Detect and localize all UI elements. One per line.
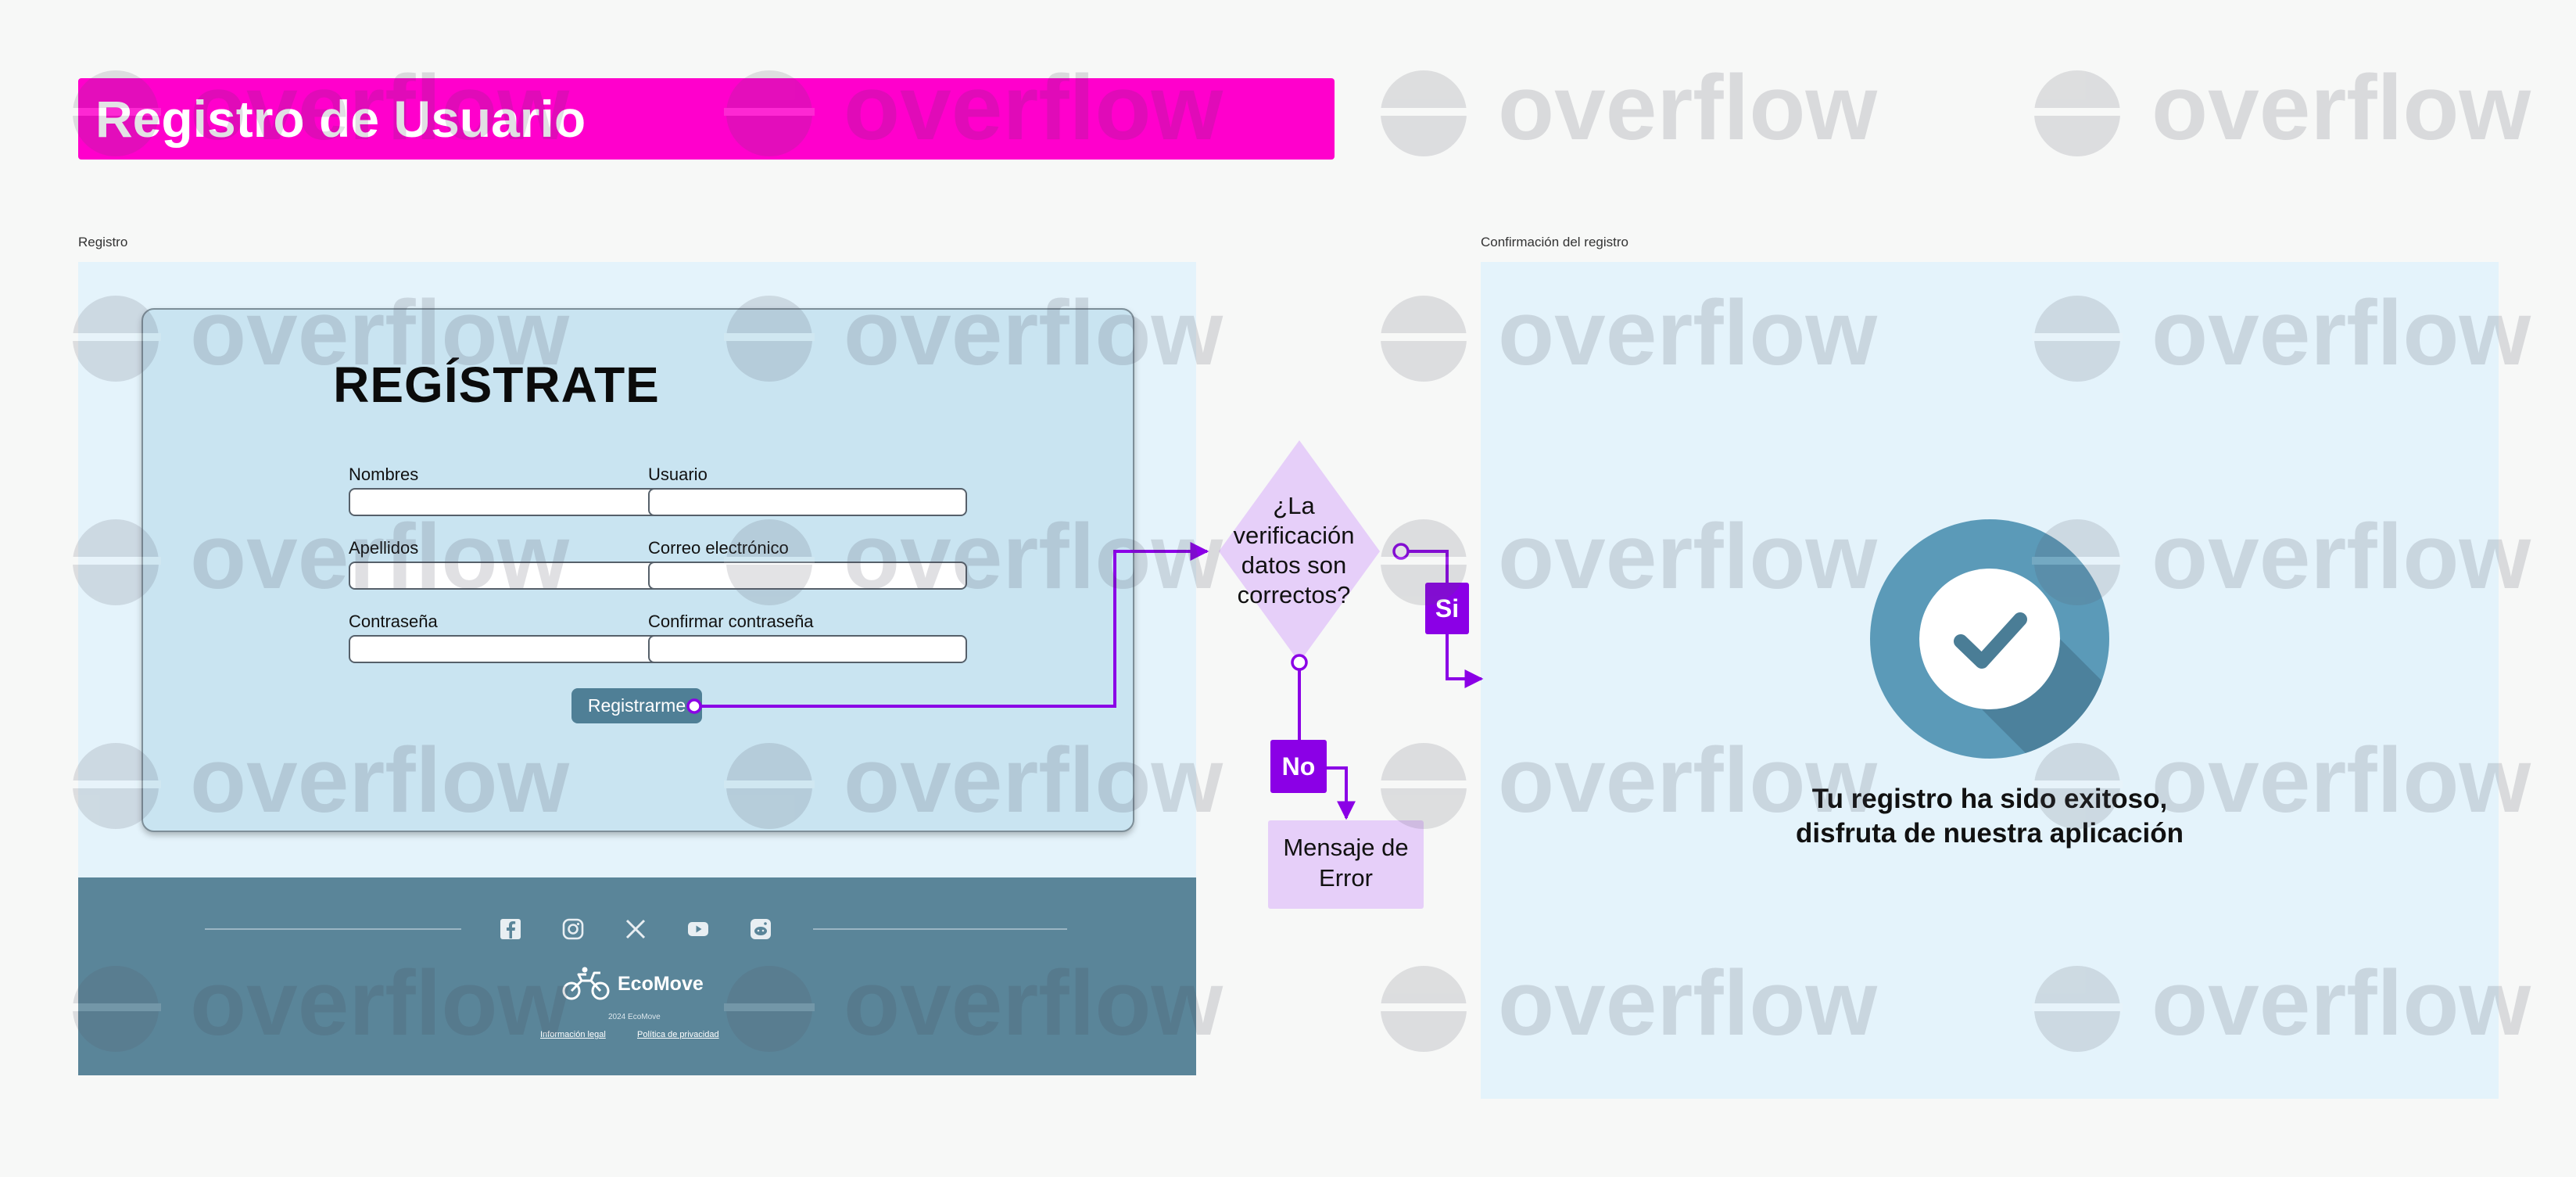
field-label-nombres: Nombres <box>349 465 419 484</box>
field-label-contrasena: Contraseña <box>349 612 438 631</box>
error-message-box <box>1268 820 1424 909</box>
privacy-policy-link[interactable]: Política de privacidad <box>637 1030 719 1039</box>
no-label: No <box>1270 740 1327 793</box>
facebook-icon[interactable] <box>499 917 522 941</box>
footer-divider-left <box>205 928 461 930</box>
ecomove-logo-icon <box>562 967 610 1000</box>
legal-info-link[interactable]: Información legal <box>540 1030 606 1039</box>
apellidos-input[interactable] <box>349 562 668 590</box>
field-label-correo: Correo electrónico <box>648 538 789 558</box>
watermark: overflow <box>2032 56 2531 160</box>
field-label-usuario: Usuario <box>648 465 708 484</box>
field-label-apellidos: Apellidos <box>349 538 419 558</box>
check-circle-icon <box>1870 519 2109 759</box>
svg-text:overflow: overflow <box>1498 56 1878 160</box>
footer-divider-right <box>813 928 1067 930</box>
instagram-icon[interactable] <box>561 917 585 941</box>
yes-label: Si <box>1425 583 1469 634</box>
form-heading: REGÍSTRATE <box>333 357 660 413</box>
frame-label-registro: Registro <box>78 235 128 249</box>
watermark: overflow <box>1378 56 1878 160</box>
password-input[interactable] <box>349 635 668 663</box>
error-message-text: Mensaje de Error <box>1283 834 1409 892</box>
usuario-input[interactable] <box>648 488 967 516</box>
page-title: Registro de Usuario <box>95 90 586 148</box>
frame-label-confirmacion: Confirmación del registro <box>1481 235 1628 249</box>
field-label-confirmar: Confirmar contraseña <box>648 612 814 631</box>
success-message-line2: disfruta de nuestra aplicación <box>1796 818 2184 849</box>
x-icon[interactable] <box>624 917 647 941</box>
youtube-icon[interactable] <box>686 917 710 941</box>
register-button[interactable]: Registrarme <box>571 688 702 723</box>
decision-text: ¿La verificación datos son correctos? <box>1233 492 1355 608</box>
success-message-line1: Tu registro ha sido exitoso, <box>1811 784 2168 814</box>
footer-copyright: 2024 EcoMove <box>608 1013 661 1021</box>
email-input[interactable] <box>648 562 967 590</box>
confirm-password-input[interactable] <box>648 635 967 663</box>
reddit-icon[interactable] <box>749 917 772 941</box>
footer-brand-name: EcoMove <box>618 973 704 995</box>
footer <box>78 877 1196 1075</box>
page-title-banner: Registro de Usuario <box>78 78 1335 160</box>
svg-text:overflow: overflow <box>2151 56 2531 160</box>
nombres-input[interactable] <box>349 488 668 516</box>
success-message: Tu registro ha sido exitoso, disfruta de… <box>1642 782 2338 851</box>
